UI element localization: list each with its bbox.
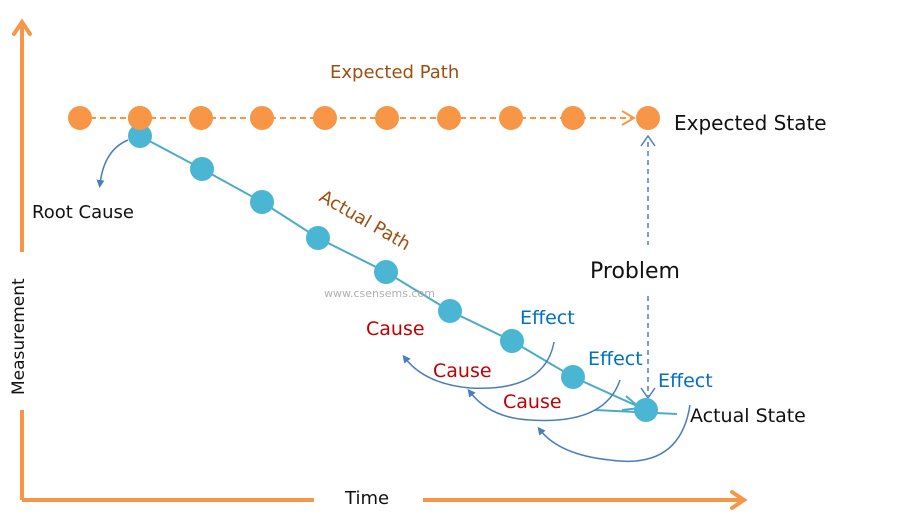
x-axis: Time [22,488,748,510]
y-axis-label: Measurement [9,278,29,395]
expected-path-dot [68,106,92,130]
root-cause-label: Root Cause [32,202,134,223]
root-cause-arrow-icon [96,139,129,188]
expected-path-dot [250,106,274,130]
expected-path-dot [375,106,399,130]
y-axis: Measurement [9,18,32,500]
expected-path-arrow-icon [621,110,636,126]
actual-path-dot [438,299,462,323]
problem-label: Problem [590,259,680,284]
cause-effect-arrow-icon [402,341,555,390]
actual-path-dots [128,124,658,422]
expected-path-dot [189,106,213,130]
problem-arrow-up-icon [640,134,656,147]
cause-effect-loop-1: Cause Effect [366,307,575,390]
actual-state-dot [634,398,658,422]
effect-label: Effect [520,307,575,329]
cause-label: Cause [503,391,562,413]
effect-label: Effect [658,370,713,392]
expected-state-label: Expected State [674,111,827,135]
watermark: www.csensems.com [324,287,435,300]
expected-path-dot [313,106,337,130]
expected-path [80,110,636,126]
actual-path-dot [561,365,585,389]
expected-path-label: Expected Path [330,62,459,83]
actual-path-dot [374,260,398,284]
effect-label: Effect [588,348,643,370]
cause-effect-arrow-icon [537,404,691,462]
cause-label: Cause [433,360,492,382]
x-axis-label: Time [344,488,389,509]
actual-path-dot [190,157,214,181]
cause-label: Cause [366,318,425,340]
actual-path-dot [250,190,274,214]
expected-path-dot [437,106,461,130]
actual-path-dot [128,124,152,148]
actual-state-label: Actual State [690,405,806,427]
cause-effect-loop-2: Cause Effect [433,348,643,422]
expected-path-dot [561,106,585,130]
cause-effect-arrow-icon [467,379,621,422]
expected-path-dot [499,106,523,130]
actual-path-dot [500,329,524,353]
expected-path-dot-overlap [128,106,152,130]
problem-arrow-down-icon [640,387,656,400]
actual-path-dot [306,226,330,250]
x-axis-arrow-icon [730,490,748,510]
y-axis-arrow-icon [12,18,32,36]
cause-effect-loop-3: Cause Effect [503,370,713,462]
expected-state-dot [636,106,660,130]
